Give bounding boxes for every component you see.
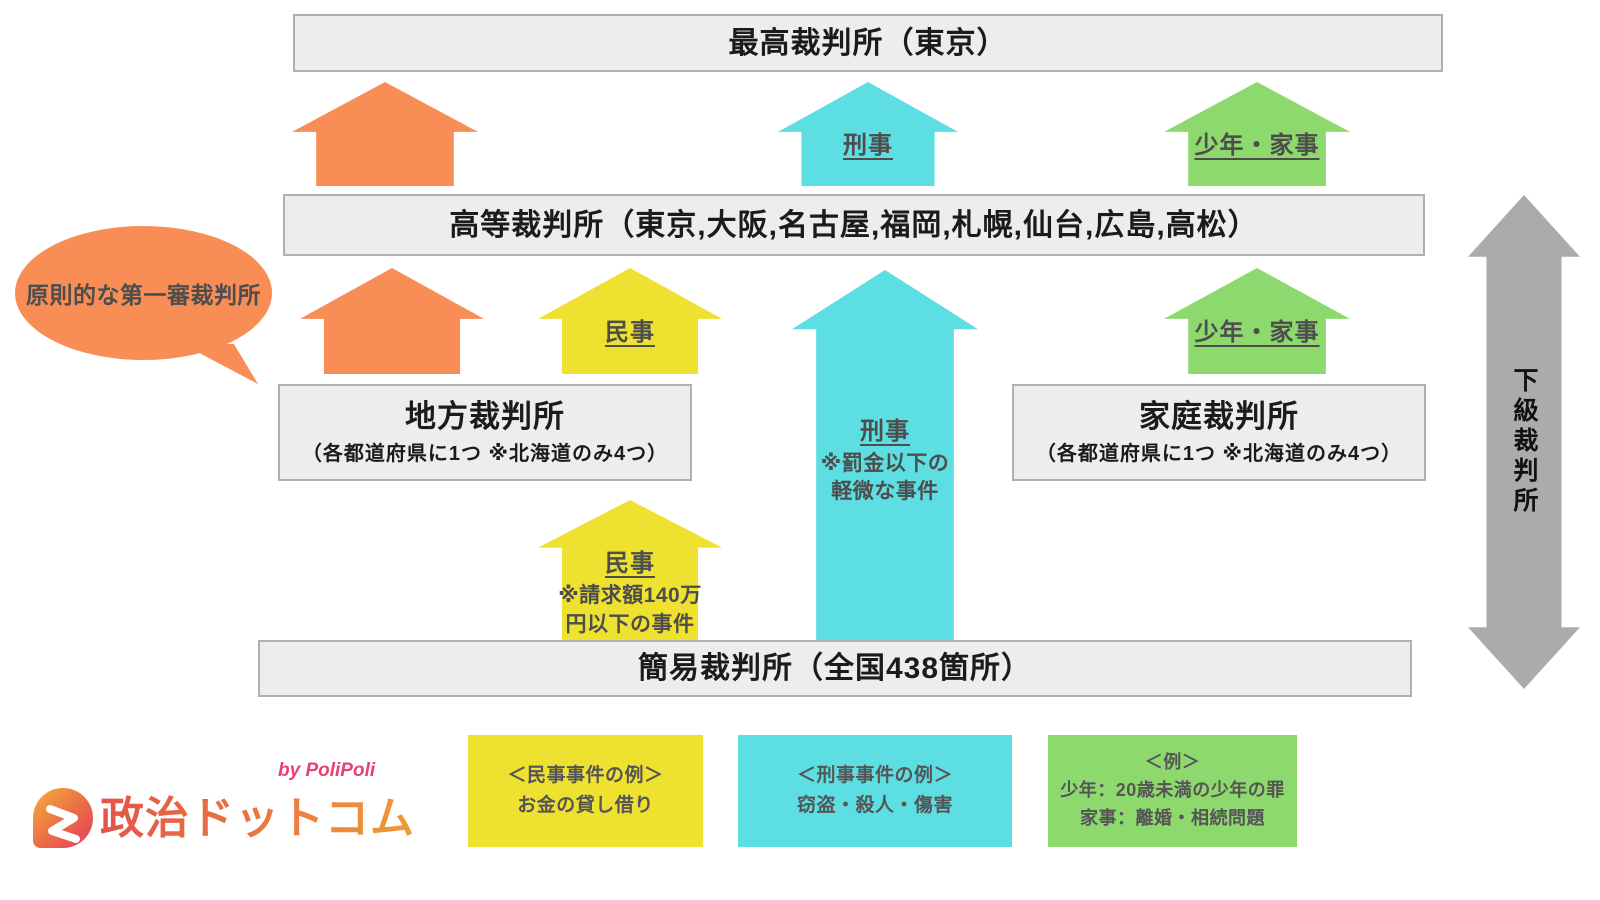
criminal-example-text: 窃盗・殺人・傷害 xyxy=(796,795,953,816)
lower-courts-double-arrow-icon: 下級裁判所 xyxy=(1468,195,1580,689)
district-court-note: （各都道府県に1つ ※北海道のみ4つ） xyxy=(301,443,669,466)
summary-court-label: 簡易裁判所（全国438箇所） xyxy=(637,652,1033,685)
civil-example-heading: ＜民事事件の例＞ xyxy=(507,764,664,786)
criminal-appeal-top-label: 刑事 xyxy=(843,131,893,159)
summary-court-box: 簡易裁判所（全国438箇所） xyxy=(258,640,1412,697)
criminal-example-box: ＜刑事事件の例＞ 窃盗・殺人・傷害 xyxy=(738,735,1012,847)
civil-appeal-arrow-summary-to-district-icon: 民事 ※請求額140万 円以下の事件 xyxy=(538,500,722,640)
high-court-label: 高等裁判所（東京,大阪,名古屋,福岡,札幌,仙台,広島,高松） xyxy=(449,208,1259,242)
civil-low-note2: 円以下の事件 xyxy=(565,612,695,636)
supreme-court-label: 最高裁判所（東京） xyxy=(728,26,1008,60)
civil-appeal-mid-label: 民事 xyxy=(605,318,655,346)
criminal-big-note1: ※罰金以下の xyxy=(820,451,950,475)
lower-courts-label: 下級裁判所 xyxy=(1510,367,1538,517)
juvenile-family-example-box: ＜例＞ 少年：20歳未満の少年の罪 家事：離婚・相続問題 xyxy=(1048,735,1297,847)
logo-brand-text: 政治ドットコム xyxy=(100,782,415,846)
civil-example-box: ＜民事事件の例＞ お金の貸し借り xyxy=(468,735,703,847)
juvenile-family-example-heading: ＜例＞ xyxy=(1144,752,1201,773)
civil-low-note1: ※請求額140万 xyxy=(558,584,702,608)
civil-appeal-arrow-mid-icon: 民事 xyxy=(538,268,722,374)
family-court-box: 家庭裁判所 （各都道府県に1つ ※北海道のみ4つ） xyxy=(1012,384,1426,481)
juvenile-family-appeal-arrow-mid-icon: 少年・家事 xyxy=(1164,268,1350,374)
juvenile-family-appeal-top-label: 少年・家事 xyxy=(1194,131,1320,159)
first-instance-callout: 原則的な第一審裁判所 xyxy=(15,226,272,360)
juvenile-family-appeal-mid-label: 少年・家事 xyxy=(1194,318,1320,346)
appeal-arrow-district-to-high-icon xyxy=(300,268,484,374)
seiji-dotcom-logo: by PoliPoli 政治ドットコム xyxy=(28,760,414,865)
criminal-appeal-arrow-top-icon: 刑事 xyxy=(778,82,958,186)
supreme-court-box: 最高裁判所（東京） xyxy=(293,14,1443,72)
civil-low-label: 民事 xyxy=(605,550,655,578)
high-court-box: 高等裁判所（東京,大阪,名古屋,福岡,札幌,仙台,広島,高松） xyxy=(283,194,1425,256)
family-court-note: （各都道府県に1つ ※北海道のみ4つ） xyxy=(1035,443,1403,466)
juvenile-family-appeal-arrow-top-icon: 少年・家事 xyxy=(1164,82,1350,186)
first-instance-callout-label: 原則的な第一審裁判所 xyxy=(26,282,261,308)
seiji-dotcom-logo-icon xyxy=(33,788,93,848)
district-court-box: 地方裁判所 （各都道府県に1つ ※北海道のみ4つ） xyxy=(278,384,692,481)
district-court-label: 地方裁判所 xyxy=(405,398,565,434)
logo-byline: by PoliPoli xyxy=(278,760,376,781)
appeal-arrow-high-to-supreme-icon xyxy=(292,82,478,186)
family-court-label: 家庭裁判所 xyxy=(1139,398,1299,434)
juvenile-family-example-text2: 家事：離婚・相続問題 xyxy=(1080,807,1265,828)
criminal-big-label: 刑事 xyxy=(860,417,910,445)
civil-example-text: お金の貸し借り xyxy=(517,795,654,816)
criminal-example-heading: ＜刑事事件の例＞ xyxy=(796,764,953,786)
criminal-big-note2: 軽微な事件 xyxy=(831,479,939,503)
criminal-appeal-arrow-summary-to-high-icon: 刑事 ※罰金以下の 軽微な事件 xyxy=(792,270,978,640)
juvenile-family-example-text1: 少年：20歳未満の少年の罪 xyxy=(1060,780,1285,801)
